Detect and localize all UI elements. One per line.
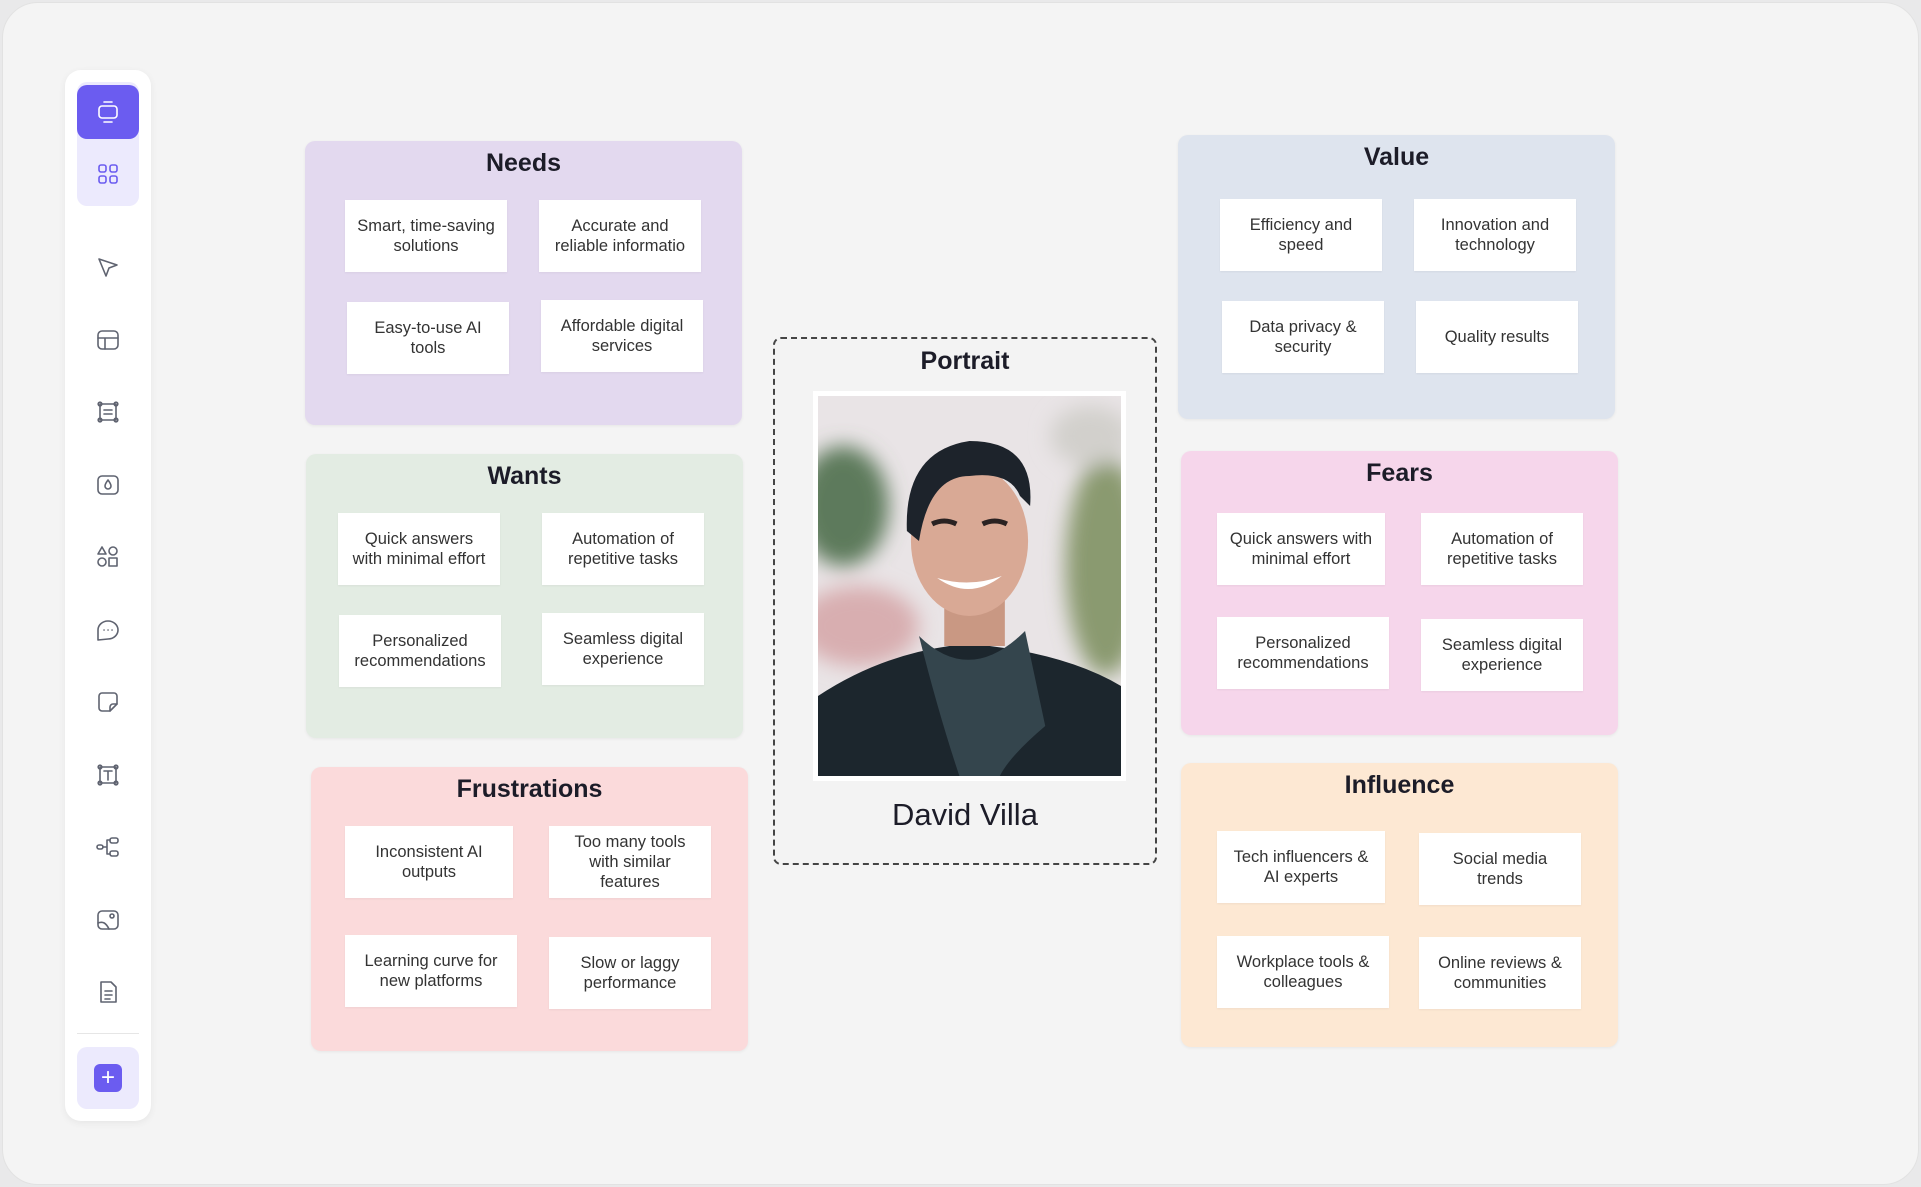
shapes-tool[interactable] <box>77 530 139 584</box>
sticky-note[interactable]: Social media trends <box>1419 833 1581 905</box>
section-frustrations[interactable]: Frustrations Inconsistent AI outputs Too… <box>311 767 748 1051</box>
section-needs[interactable]: Needs Smart, time-saving solutions Accur… <box>305 141 742 425</box>
sticky-note[interactable]: Smart, time-saving solutions <box>345 200 507 272</box>
portrait-frame[interactable]: Portrait David Villa <box>773 337 1157 865</box>
section-title: Frustrations <box>456 775 603 803</box>
document-tool[interactable] <box>77 965 139 1019</box>
section-title: Influence <box>1344 771 1455 799</box>
sticky-note[interactable]: Quick answers with minimal effort <box>338 513 500 585</box>
sticky-note[interactable]: Personalized recommendations <box>339 615 501 687</box>
toolbar-sidebar: + <box>65 70 151 1121</box>
section-title: Fears <box>1366 459 1433 487</box>
section-fears[interactable]: Fears Quick answers with minimal effort … <box>1181 451 1618 735</box>
sticky-note[interactable]: Personalized recommendations <box>1217 617 1389 689</box>
cursor-icon <box>98 258 118 277</box>
sticky-note[interactable]: Automation of repetitive tasks <box>542 513 704 585</box>
section-title: Wants <box>487 462 562 490</box>
add-button[interactable]: + <box>77 1047 139 1109</box>
frame-tool[interactable] <box>77 385 139 439</box>
select-tool[interactable] <box>77 240 139 294</box>
sticky-note[interactable]: Efficiency and speed <box>1220 199 1382 271</box>
comment-tool[interactable] <box>77 603 139 657</box>
layout-icon <box>97 330 119 350</box>
sticky-note[interactable]: Online reviews & communities <box>1419 937 1581 1009</box>
mind-map-tool[interactable] <box>77 820 139 874</box>
section-wants[interactable]: Wants Quick answers with minimal effort … <box>306 454 743 738</box>
frame-icon <box>97 401 119 423</box>
layout-tool[interactable] <box>77 313 139 367</box>
sticky-note[interactable]: Innovation and technology <box>1414 199 1576 271</box>
section-value[interactable]: Value Efficiency and speed Innovation an… <box>1178 135 1615 419</box>
presentation-icon <box>98 101 118 123</box>
sticky-note[interactable]: Workplace tools & colleagues <box>1217 936 1389 1008</box>
sticky-note[interactable]: Easy-to-use AI tools <box>347 302 509 374</box>
comment-icon <box>97 620 119 641</box>
sticky-note[interactable]: Seamless digital experience <box>1421 619 1583 691</box>
sticky-note[interactable]: Too many tools with similar features <box>549 826 711 898</box>
sticky-note[interactable]: Automation of repetitive tasks <box>1421 513 1583 585</box>
image-icon <box>97 910 119 930</box>
sticky-note[interactable]: Learning curve for new platforms <box>345 935 517 1007</box>
text-tool[interactable] <box>77 748 139 802</box>
sticky-note-tool[interactable] <box>77 675 139 729</box>
section-influence[interactable]: Influence Tech influencers & AI experts … <box>1181 763 1618 1047</box>
text-box-icon <box>97 764 119 786</box>
sticky-note[interactable]: Slow or laggy performance <box>549 937 711 1009</box>
sticky-note[interactable]: Accurate and reliable informatio <box>539 200 701 272</box>
image-tool[interactable] <box>77 893 139 947</box>
presentation-button[interactable] <box>77 85 139 139</box>
sticky-note[interactable]: Affordable digital services <box>541 300 703 372</box>
portrait-photo <box>813 391 1126 781</box>
portrait-title: Portrait <box>920 347 1010 375</box>
persona-name: David Villa <box>892 797 1038 832</box>
sticky-note[interactable]: Inconsistent AI outputs <box>345 826 513 898</box>
sticky-note[interactable]: Quick answers with minimal effort <box>1217 513 1385 585</box>
divider <box>77 1033 139 1034</box>
section-title: Needs <box>485 149 562 177</box>
sticky-note[interactable]: Data privacy & security <box>1222 301 1384 373</box>
sticky-note-icon <box>98 692 118 712</box>
drop-icon <box>97 475 119 495</box>
grid-view-button[interactable] <box>77 147 139 201</box>
sticky-note[interactable]: Quality results <box>1416 301 1578 373</box>
grid-icon <box>98 164 118 184</box>
sticky-note[interactable]: Tech influencers & AI experts <box>1217 831 1385 903</box>
sticky-note[interactable]: Seamless digital experience <box>542 613 704 685</box>
section-title: Value <box>1363 143 1430 171</box>
document-icon <box>100 981 117 1003</box>
mind-map-icon <box>96 837 119 857</box>
shapes-icon <box>97 546 118 567</box>
plus-icon: + <box>94 1064 122 1092</box>
fill-tool[interactable] <box>77 458 139 512</box>
